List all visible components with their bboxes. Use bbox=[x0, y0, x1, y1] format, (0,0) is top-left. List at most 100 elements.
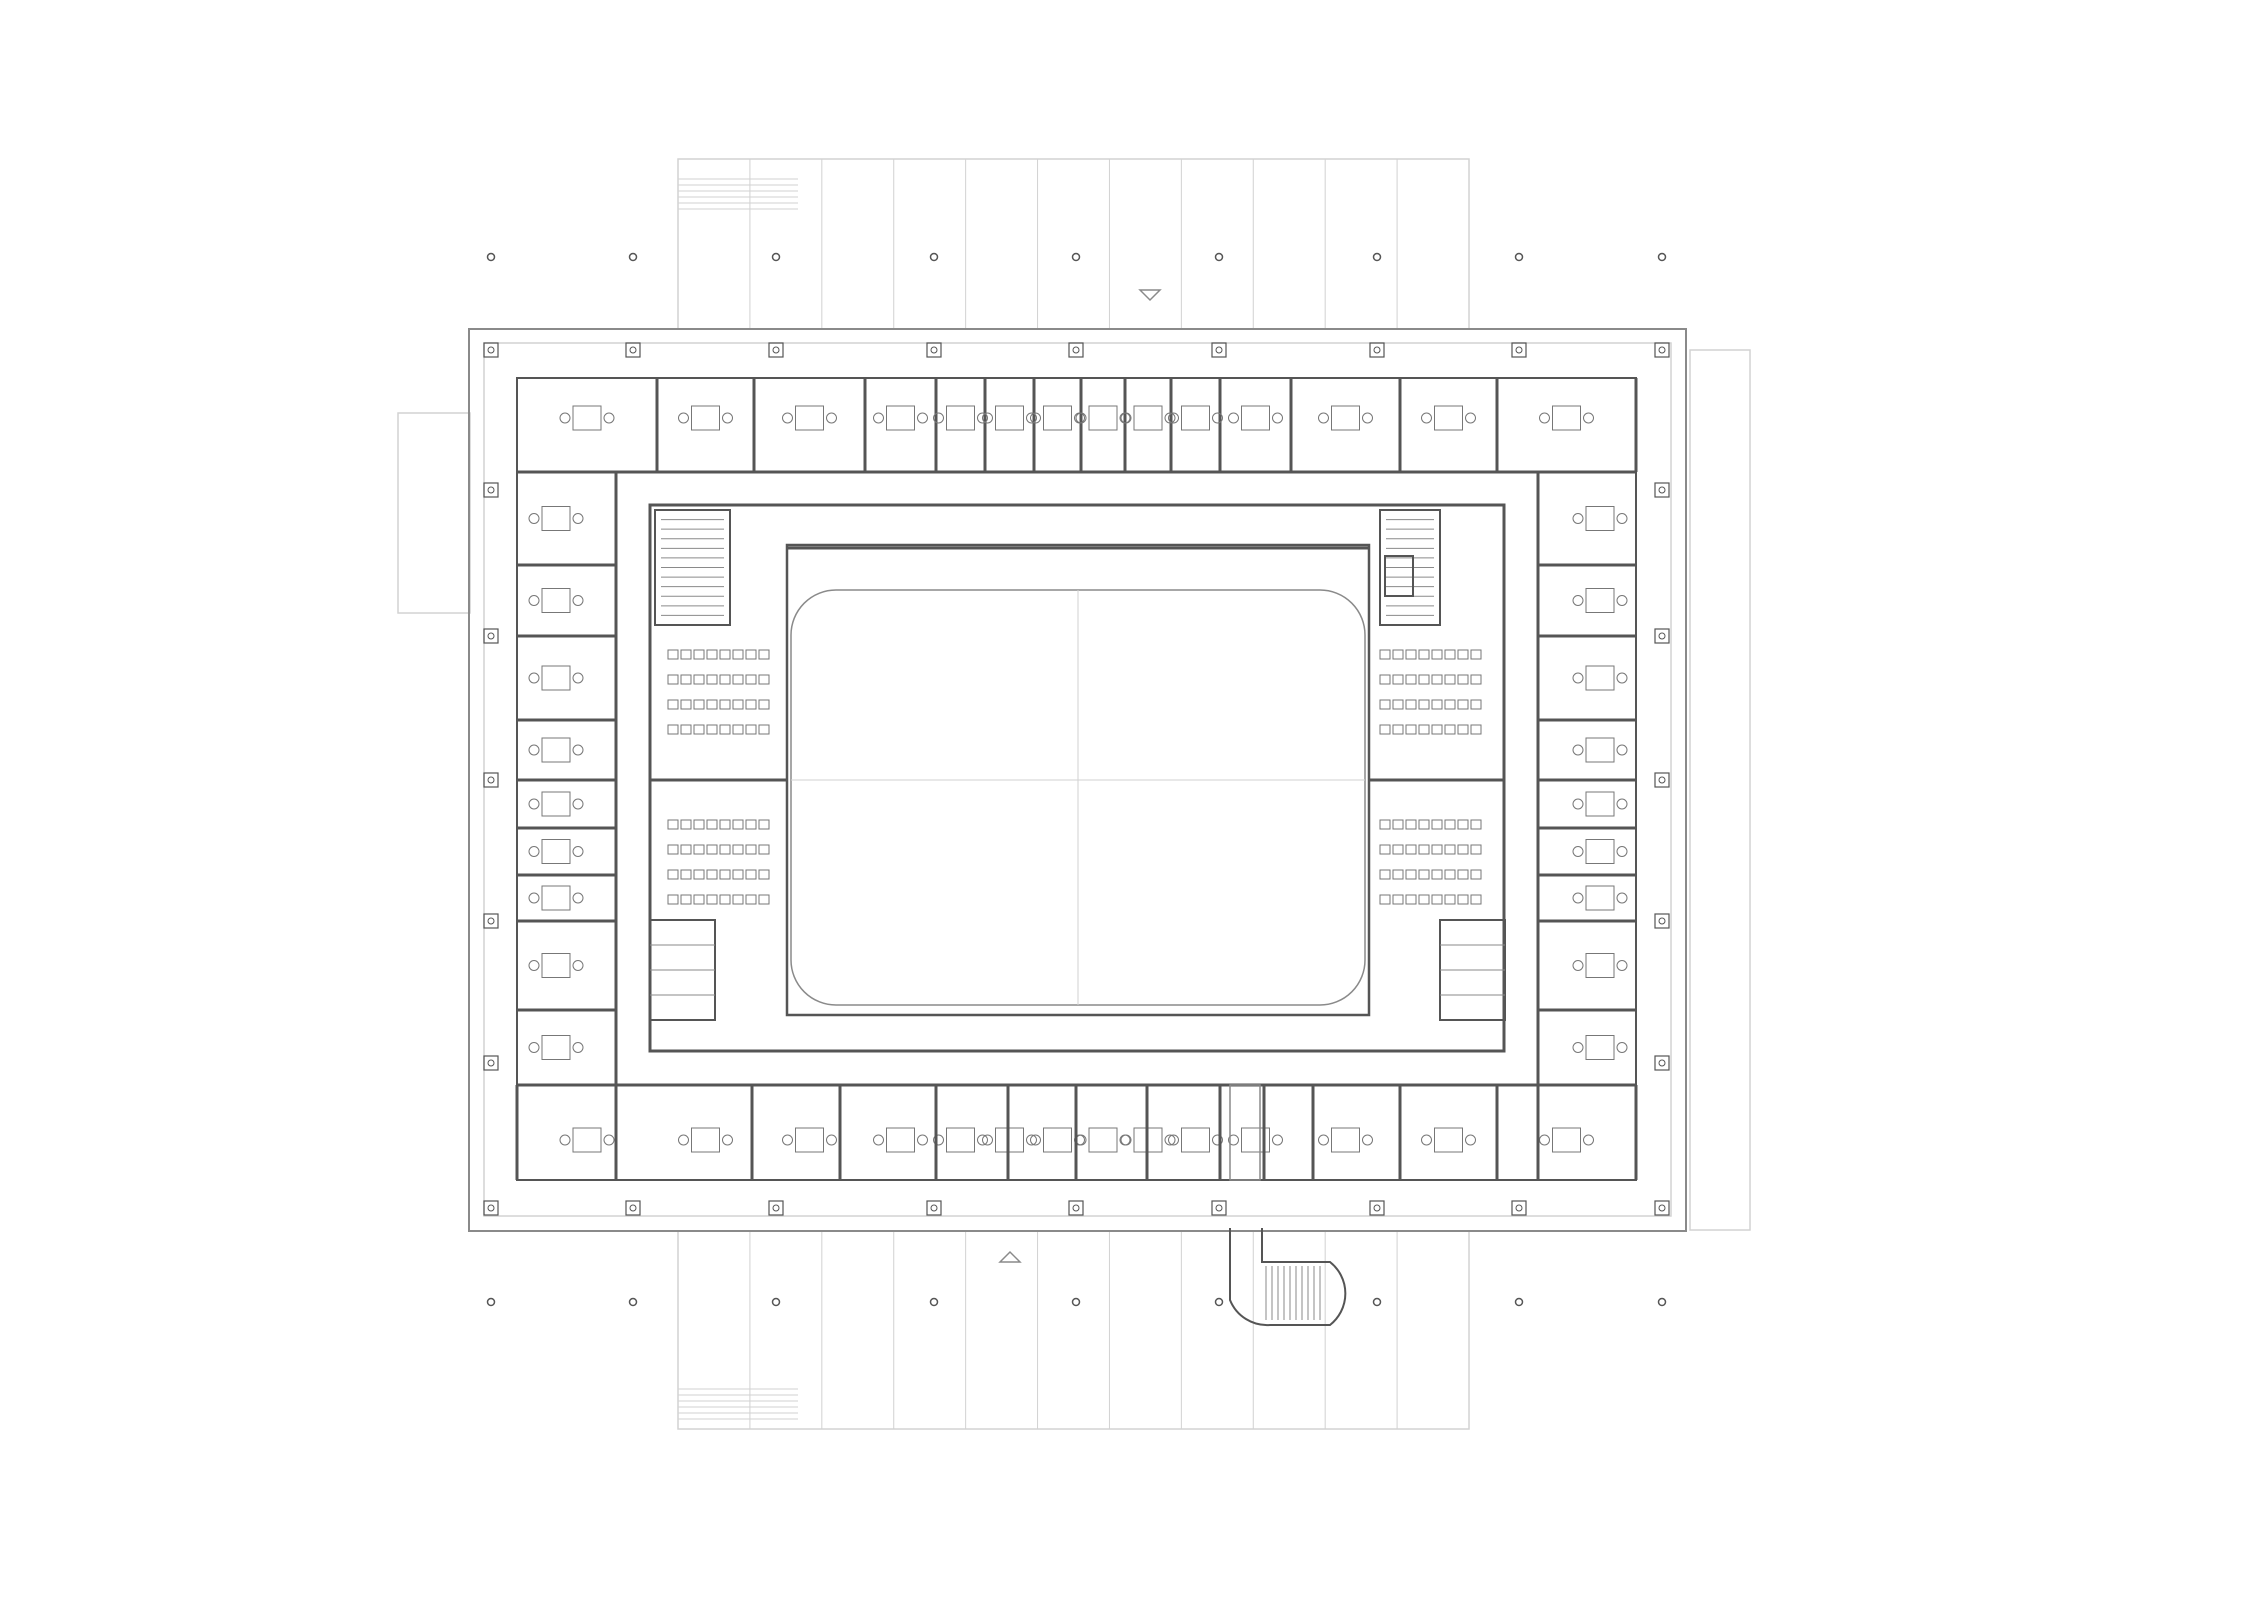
seat bbox=[667, 894, 679, 905]
column-dot bbox=[1071, 252, 1081, 262]
column-box bbox=[1654, 1055, 1670, 1071]
seat bbox=[706, 674, 718, 685]
seat bbox=[1470, 894, 1482, 905]
elevator bbox=[1384, 555, 1414, 597]
chair bbox=[678, 1134, 689, 1146]
desk bbox=[1585, 791, 1615, 817]
chair bbox=[572, 1042, 584, 1053]
chair bbox=[1075, 412, 1087, 424]
column-dot bbox=[1515, 346, 1523, 354]
seat bbox=[1431, 649, 1443, 660]
chair bbox=[572, 846, 584, 857]
seat bbox=[1418, 699, 1430, 710]
column-dot bbox=[1372, 252, 1382, 262]
seat bbox=[758, 844, 770, 855]
seat bbox=[667, 674, 679, 685]
seat bbox=[706, 699, 718, 710]
seat bbox=[680, 844, 692, 855]
stair-cores bbox=[649, 509, 1506, 1021]
chair bbox=[603, 412, 615, 424]
desk bbox=[541, 506, 571, 531]
seat bbox=[745, 894, 757, 905]
seat bbox=[1431, 869, 1443, 880]
desk bbox=[1331, 405, 1360, 431]
chair bbox=[1465, 412, 1476, 424]
desk bbox=[1181, 1127, 1210, 1153]
seat bbox=[706, 894, 718, 905]
chair bbox=[572, 892, 584, 904]
chair bbox=[1616, 744, 1628, 756]
stair-core bbox=[654, 509, 731, 626]
seat bbox=[745, 674, 757, 685]
chair bbox=[1168, 1134, 1179, 1146]
column-dot bbox=[1514, 252, 1524, 262]
column-box bbox=[625, 1200, 641, 1216]
column-box bbox=[768, 1200, 784, 1216]
chair bbox=[1616, 595, 1628, 606]
column-dot bbox=[1658, 917, 1666, 925]
desk bbox=[1088, 1127, 1118, 1153]
seat bbox=[1457, 724, 1469, 735]
column-dot bbox=[487, 917, 495, 925]
chair bbox=[1164, 1134, 1176, 1146]
chair bbox=[528, 846, 540, 857]
entrance-vestibule bbox=[1229, 1084, 1261, 1181]
seat bbox=[1392, 894, 1404, 905]
seat bbox=[667, 649, 679, 660]
seat bbox=[1444, 699, 1456, 710]
chair bbox=[528, 513, 540, 524]
seat bbox=[1392, 844, 1404, 855]
seat bbox=[1379, 699, 1391, 710]
seat bbox=[1405, 724, 1417, 735]
column-box bbox=[483, 628, 499, 644]
desk bbox=[1585, 588, 1615, 613]
seat bbox=[693, 649, 705, 660]
desk bbox=[1585, 1035, 1615, 1060]
column-box bbox=[1654, 1200, 1670, 1216]
seat bbox=[1418, 674, 1430, 685]
chair bbox=[1362, 1134, 1373, 1146]
chair bbox=[528, 1042, 540, 1053]
desk bbox=[1552, 1127, 1581, 1153]
column-dot bbox=[1514, 1297, 1524, 1307]
external-stair bbox=[998, 289, 1347, 1327]
chair bbox=[977, 412, 988, 424]
column-dot bbox=[628, 1297, 638, 1307]
column-dot bbox=[1372, 1297, 1382, 1307]
seat bbox=[1392, 724, 1404, 735]
chair bbox=[873, 1134, 884, 1146]
seat bbox=[1470, 674, 1482, 685]
seat bbox=[719, 894, 731, 905]
building-outline bbox=[468, 328, 1687, 1232]
seat bbox=[1470, 724, 1482, 735]
chair bbox=[572, 595, 584, 606]
chair bbox=[1030, 412, 1041, 424]
seat bbox=[1379, 869, 1391, 880]
desk bbox=[541, 588, 571, 613]
desk bbox=[1241, 405, 1270, 431]
chair bbox=[572, 513, 584, 524]
desk bbox=[691, 1127, 720, 1153]
chair bbox=[1616, 798, 1628, 810]
chair bbox=[1572, 1042, 1584, 1053]
north-arrow bbox=[998, 1250, 1022, 1263]
chair bbox=[1616, 960, 1628, 971]
chair bbox=[782, 412, 793, 424]
column-box bbox=[483, 772, 499, 788]
chair bbox=[1572, 960, 1584, 971]
seat bbox=[1431, 819, 1443, 830]
chair bbox=[977, 1134, 988, 1146]
chair bbox=[1616, 892, 1628, 904]
column-box bbox=[1654, 482, 1670, 498]
seat bbox=[758, 894, 770, 905]
seat bbox=[1444, 844, 1456, 855]
seat bbox=[1418, 869, 1430, 880]
desk bbox=[1331, 1127, 1360, 1153]
seat bbox=[667, 724, 679, 735]
seat bbox=[706, 724, 718, 735]
chair bbox=[559, 1134, 571, 1146]
column-dot bbox=[1658, 1204, 1666, 1212]
seat bbox=[693, 869, 705, 880]
chair bbox=[1362, 412, 1373, 424]
